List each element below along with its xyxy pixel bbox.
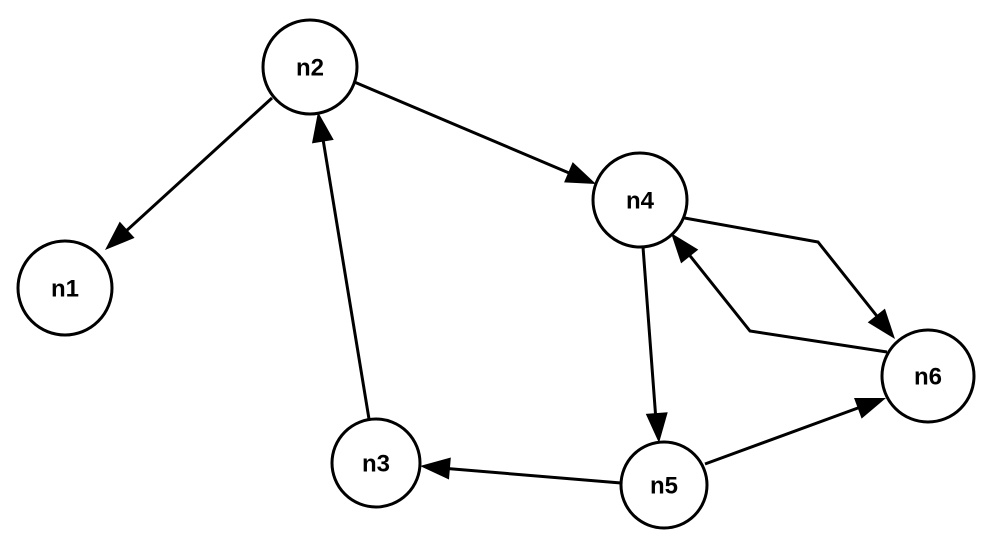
nodes-layer: n1 n2 n3 n4 n5 n6 [16, 18, 976, 530]
arrowhead-icon [645, 412, 668, 443]
edges-layer [105, 79, 895, 485]
edge-n5-to-n6 [704, 397, 886, 466]
node-circle-n4[interactable] [591, 151, 689, 249]
node-circle-n3[interactable] [330, 417, 422, 509]
node-label-n2: n2 [296, 55, 324, 82]
edge-line [677, 241, 888, 354]
node-n4[interactable]: n4 [591, 151, 689, 249]
edge-n3-to-n2 [311, 112, 371, 420]
edge-n6-to-n4 [671, 233, 888, 354]
arrowhead-icon [420, 457, 451, 480]
node-label-n4: n4 [626, 188, 655, 215]
edge-line [318, 120, 371, 420]
edge-line [704, 399, 878, 466]
node-n2[interactable]: n2 [261, 18, 359, 116]
edge-line [428, 465, 622, 485]
node-label-n5: n5 [650, 473, 678, 500]
arrowhead-icon [854, 397, 886, 419]
node-label-n6: n6 [914, 364, 942, 391]
node-n6[interactable]: n6 [880, 328, 976, 424]
edge-n4-to-n6 [678, 215, 895, 339]
edge-n5-to-n3 [420, 457, 622, 485]
arrowhead-icon [564, 162, 596, 184]
edge-n2-to-n1 [105, 96, 274, 250]
edge-line [351, 79, 589, 183]
arrowhead-icon [671, 233, 699, 264]
node-circle-n1[interactable] [16, 239, 114, 337]
node-n1[interactable]: n1 [16, 239, 114, 337]
edge-line [111, 96, 274, 245]
edge-n4-to-n5 [641, 246, 668, 443]
node-n3[interactable]: n3 [330, 417, 422, 509]
edge-n2-to-n4 [351, 79, 596, 184]
arrowhead-icon [105, 221, 135, 250]
edge-line [641, 246, 659, 435]
node-label-n1: n1 [51, 276, 79, 303]
node-circle-n5[interactable] [619, 440, 709, 530]
arrowhead-icon [867, 308, 895, 339]
node-circle-n6[interactable] [880, 328, 976, 424]
node-label-n3: n3 [362, 451, 390, 478]
node-circle-n2[interactable] [261, 18, 359, 116]
edge-line [678, 215, 890, 331]
arrowhead-icon [311, 112, 334, 144]
node-n5[interactable]: n5 [619, 440, 709, 530]
